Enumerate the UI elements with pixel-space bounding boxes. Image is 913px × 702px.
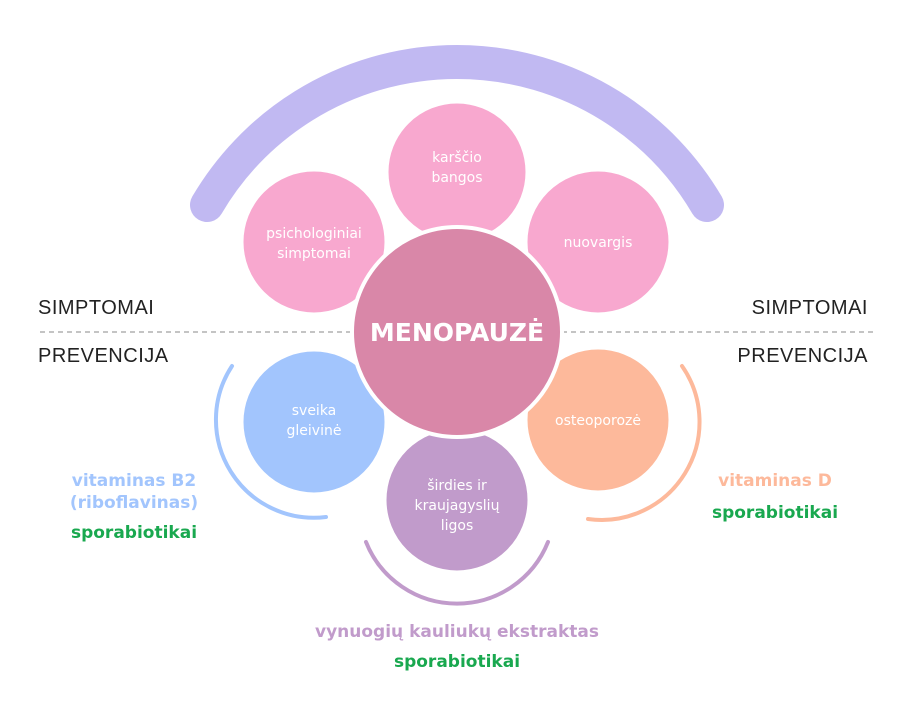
center-circle: MENOPAUZĖ [350,225,564,439]
symptom-psychological: psichologiniai simptomai [240,168,388,316]
svg-text:simptomai: simptomai [277,246,351,262]
right-arc [586,364,702,522]
remedy-right-2: sporabiotikai [712,503,838,523]
svg-text:ligos: ligos [441,518,474,534]
left-arc [213,364,328,520]
svg-text:karščio: karščio [432,150,482,166]
bottom-arc [364,540,550,606]
remedy-left-2: (riboflavinas) [70,493,198,513]
svg-text:sveika: sveika [292,403,337,419]
prevention-mucosa: sveika gleivinė [240,348,388,496]
svg-text:kraujagyslių: kraujagyslių [415,498,500,514]
svg-text:bangos: bangos [431,170,482,186]
prevention-label-right: PREVENCIJA [737,345,868,367]
center-title: MENOPAUZĖ [370,317,544,347]
svg-text:gleivinė: gleivinė [287,423,342,439]
svg-text:širdies ir: širdies ir [427,478,487,494]
prevention-label-left: PREVENCIJA [38,345,169,367]
remedy-bottom-1: vynuogių kauliukų ekstraktas [315,622,599,642]
symptoms-label-left: SIMPTOMAI [38,297,154,319]
svg-text:psichologiniai: psichologiniai [266,226,362,242]
prevention-osteoporosis: osteoporozė [524,346,672,494]
symptoms-label-right: SIMPTOMAI [752,297,868,319]
remedy-bottom-2: sporabiotikai [394,652,520,672]
symptom-hot-flashes: karščio bangos [385,100,529,244]
symptom-fatigue: nuovargis [524,168,672,316]
top-arc [190,45,724,222]
svg-text:nuovargis: nuovargis [564,235,633,251]
prevention-cardiovascular: širdies ir kraujagyslių ligos [383,426,531,574]
remedy-left-1: vitaminas B2 [72,471,196,491]
remedy-left-3: sporabiotikai [71,523,197,543]
remedy-right-1: vitaminas D [718,471,832,491]
svg-text:osteoporozė: osteoporozė [555,413,641,429]
